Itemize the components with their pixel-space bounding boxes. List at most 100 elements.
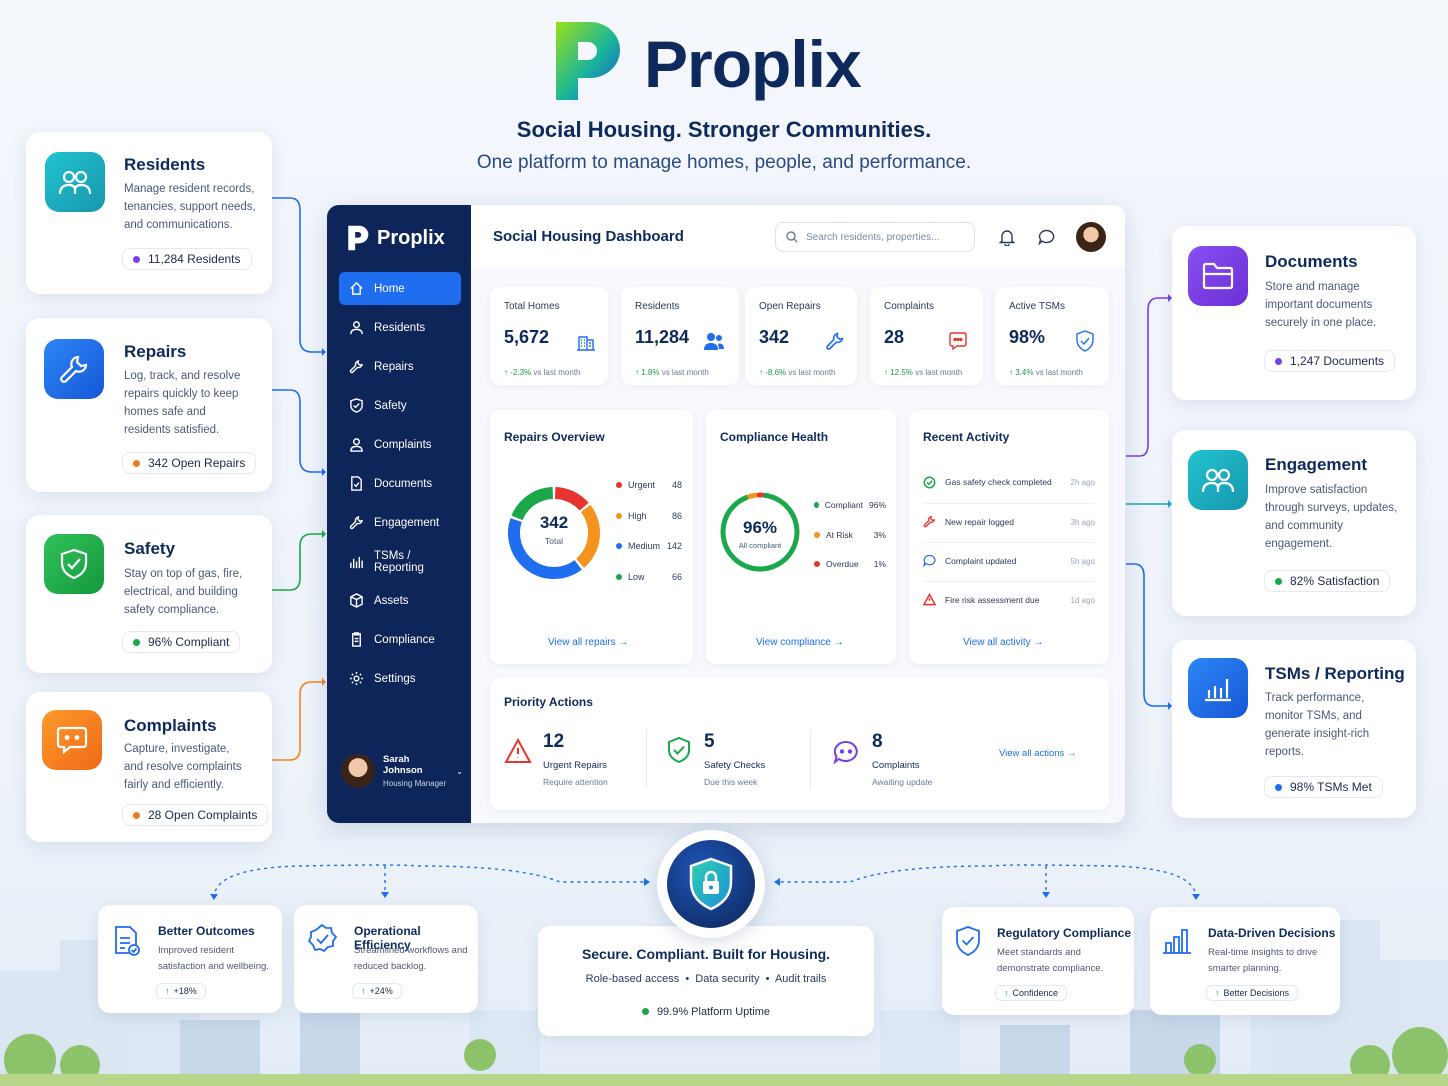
- user-profile[interactable]: Sarah Johnson Housing Manager ⌄: [341, 751, 463, 791]
- benefit-card-data-driven-decisions[interactable]: Data-Driven Decisions Real-time insights…: [1150, 907, 1340, 1015]
- residents-feature-icon: [45, 152, 105, 212]
- view-all-repairs-link[interactable]: View all repairs →: [548, 637, 629, 648]
- view-all-actions-link[interactable]: View all actions →: [999, 748, 1077, 759]
- sidebar-item-complaints[interactable]: Complaints: [339, 428, 461, 461]
- stat-value: 5,672: [504, 327, 550, 347]
- recent-activity-card: Recent Activity Gas safety check complet…: [909, 410, 1109, 664]
- sidebar-item-repairs[interactable]: Repairs: [339, 350, 461, 383]
- sidebar-item-label: Assets: [374, 594, 409, 607]
- feature-description: Log, track, and resolve repairs quickly …: [124, 370, 241, 436]
- status-dot: [1275, 357, 1282, 365]
- priority-item-safety-checks[interactable]: 5 Safety Checks Due this week: [666, 730, 806, 790]
- benefit-title: Data-Driven Decisions: [1208, 926, 1336, 940]
- feature-card-complaints[interactable]: Complaints Capture, investigate, and res…: [26, 692, 272, 842]
- feature-title: TSMs / Reporting: [1265, 664, 1405, 683]
- sidebar-item-residents[interactable]: Residents: [339, 311, 461, 344]
- activity-item[interactable]: Complaint updated 5h ago: [923, 552, 1095, 582]
- user-role: Housing Manager: [383, 779, 447, 788]
- chat-icon: [833, 740, 858, 764]
- brand-subtitle: One platform to manage homes, people, an…: [476, 152, 972, 173]
- wrench-icon: [349, 515, 364, 530]
- shield-icon: [1076, 330, 1094, 352]
- uptime-indicator: 99.9% Platform Uptime: [538, 1006, 874, 1018]
- priority-value: 5: [704, 731, 715, 752]
- activity-item[interactable]: Fire risk assessment due 1d ago: [923, 591, 1095, 619]
- home-icon: [350, 281, 363, 295]
- activity-item[interactable]: New repair logged 3h ago: [923, 513, 1095, 543]
- feature-card-repairs[interactable]: Repairs Log, track, and resolve repairs …: [26, 318, 272, 492]
- sidebar-item-engagement[interactable]: Engagement: [339, 506, 461, 539]
- sidebar-item-safety[interactable]: Safety: [339, 389, 461, 422]
- priority-item-urgent-repairs[interactable]: 12 Urgent Repairs Require attention: [504, 730, 644, 790]
- stat-card-active-tsms[interactable]: Active TSMs 98% ↑ 3.4% vs last month: [995, 287, 1109, 385]
- security-features: Role-based access • Data security • Audi…: [585, 973, 827, 985]
- feature-card-engagement[interactable]: Engagement Improve satisfaction through …: [1172, 430, 1416, 616]
- compliance-ring-chart: [720, 492, 800, 572]
- feature-card-documents[interactable]: Documents Store and manage important doc…: [1172, 226, 1416, 400]
- legend-dot: [616, 512, 622, 519]
- priority-actions-card: Priority Actions 12 Urgent Repairs Requi…: [490, 678, 1109, 810]
- activity-item[interactable]: Gas safety check completed 2h ago: [923, 474, 1095, 504]
- proplix-logo-icon: [556, 22, 620, 100]
- feature-title: Engagement: [1265, 455, 1368, 474]
- donut-segment-low: [511, 487, 554, 521]
- cube-icon: [350, 593, 363, 608]
- legend-value: 1%: [873, 559, 886, 569]
- status-dot: [1275, 577, 1282, 585]
- stat-card-residents[interactable]: Residents 11,284 ↑ 1.8% vs last month: [621, 287, 739, 385]
- legend-dot: [814, 502, 819, 508]
- feature-card-tsms-reporting[interactable]: TSMs / Reporting Track performance, moni…: [1172, 640, 1416, 818]
- avatar: [341, 754, 375, 788]
- stat-delta: ↑ -8.6% vs last month: [759, 368, 836, 377]
- sidebar-logo[interactable]: Proplix: [347, 225, 445, 251]
- stat-card-total-homes[interactable]: Total Homes 5,672 ↑ -2.3% vs last month: [490, 287, 608, 385]
- benefit-title: Better Outcomes: [158, 924, 255, 938]
- legend-value: 3%: [873, 529, 886, 540]
- priority-item-complaints[interactable]: 8 Complaints Awaiting update: [833, 730, 973, 790]
- chevron-down-icon[interactable]: ⌄: [456, 766, 463, 776]
- legend-dot: [814, 561, 820, 567]
- badge-check-icon: [307, 923, 338, 953]
- sidebar-item-home[interactable]: Home: [339, 272, 461, 305]
- feature-card-safety[interactable]: Safety Stay on top of gas, fire, electri…: [26, 515, 272, 673]
- gear-icon: [349, 671, 364, 686]
- legend-label: Overdue: [826, 559, 859, 569]
- clipboard-icon: [352, 632, 361, 647]
- chat-icon[interactable]: [1038, 229, 1055, 245]
- search-input[interactable]: Search residents, properties...: [775, 222, 975, 252]
- engagement-feature-icon: [1188, 450, 1248, 510]
- activity-time: 5h ago: [1070, 557, 1095, 566]
- legend-label: At Risk: [826, 529, 853, 540]
- benefit-card-operational-efficiency[interactable]: Operational Efficiency Streamlined workf…: [294, 905, 478, 1013]
- status-dot: [133, 811, 140, 819]
- avatar[interactable]: [1076, 222, 1106, 252]
- sidebar-item-settings[interactable]: Settings: [339, 662, 461, 695]
- benefit-card-better-outcomes[interactable]: Better Outcomes Improved resident satisf…: [98, 905, 282, 1013]
- bell-icon[interactable]: [999, 228, 1015, 246]
- sidebar-item-compliance[interactable]: Compliance: [339, 623, 461, 656]
- feature-card-residents[interactable]: Residents Manage resident records, tenan…: [26, 132, 272, 294]
- sidebar-item-tsms-reporting[interactable]: TSMs / Reporting: [339, 545, 461, 578]
- sidebar-item-assets[interactable]: Assets: [339, 584, 461, 617]
- legend-dot: [814, 531, 820, 538]
- brand-header: Proplix: [552, 20, 882, 110]
- feature-stat: 28 Open Complaints: [148, 808, 258, 822]
- benefit-card-regulatory-compliance[interactable]: Regulatory Compliance Meet standards and…: [942, 907, 1134, 1015]
- sidebar-item-documents[interactable]: Documents: [339, 467, 461, 500]
- view-all-activity-link[interactable]: View all activity →: [963, 637, 1044, 648]
- user-icon: [350, 438, 363, 452]
- stat-card-complaints[interactable]: Complaints 28 ↑ 12.5% vs last month: [870, 287, 983, 385]
- dashboard-window: Proplix Home Residents Repairs Safety Co…: [327, 205, 1125, 823]
- bar-chart-icon: [1163, 929, 1191, 954]
- chat-icon: [923, 554, 936, 567]
- ring-center-value: 96%: [742, 518, 778, 537]
- view-compliance-link[interactable]: View compliance →: [756, 637, 844, 648]
- feature-stat-pill: 98% TSMs Met: [1264, 776, 1383, 798]
- stat-card-open-repairs[interactable]: Open Repairs 342 ↑ -8.6% vs last month: [745, 287, 857, 385]
- feature-stat-pill: 1,247 Documents: [1264, 350, 1396, 372]
- feature-title: Residents: [124, 155, 206, 174]
- legend-label: High: [628, 510, 647, 521]
- legend-value: 48: [671, 480, 682, 490]
- legend-value: 96%: [868, 500, 886, 510]
